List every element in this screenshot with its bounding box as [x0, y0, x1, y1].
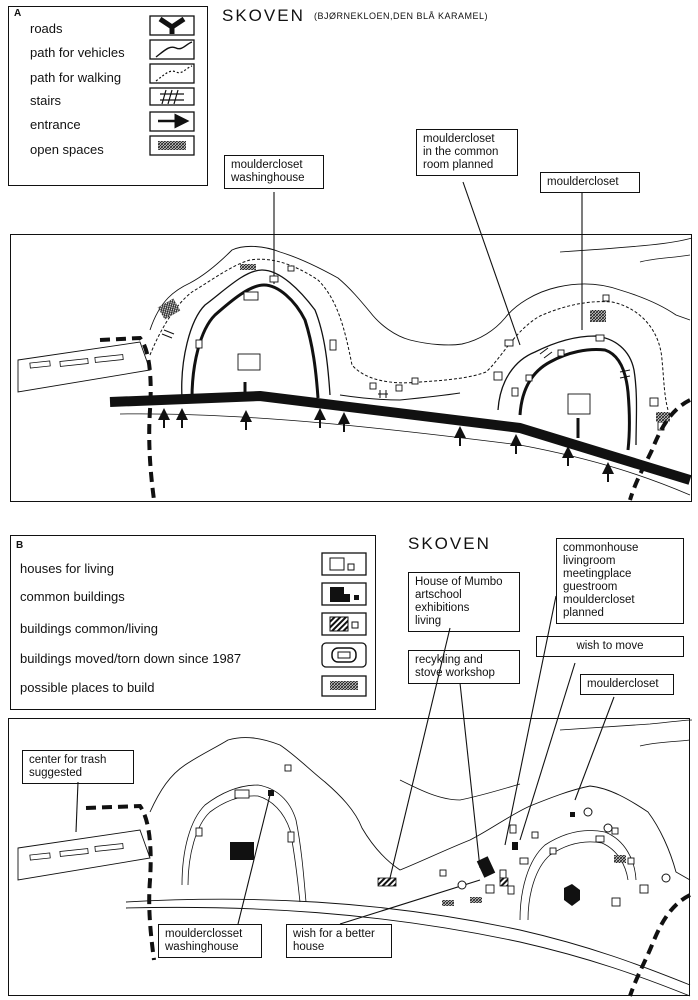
- panel-b-title: SKOVEN: [408, 534, 491, 553]
- legend-label-open-spaces: open spaces: [30, 142, 104, 157]
- callout-b-commonhouse: commonhouse livingroom meetingplace gues…: [556, 538, 684, 624]
- legend-label-stairs: stairs: [30, 93, 62, 108]
- panel-a-title: SKOVEN: [222, 6, 305, 25]
- road-junction-icon: [149, 15, 195, 36]
- leader-lines-a: [273, 181, 583, 346]
- moved-building-icon: [321, 642, 367, 668]
- panel-a-subtitle: (BJØRNEKLOEN,DEN BLÅ KARAMEL): [314, 11, 489, 21]
- map-b: [17, 719, 693, 997]
- vehicle-path-icon: [149, 39, 195, 60]
- panel-letter-b: B: [16, 540, 24, 551]
- legend-label-roads: roads: [30, 21, 63, 36]
- callout-a-washinghouse: mouldercloset washinghouse: [224, 155, 324, 189]
- callout-b-trash: center for trash suggested: [22, 750, 134, 784]
- legend-label-moved-buildings: buildings moved/torn down since 1987: [20, 651, 242, 666]
- map-a: [17, 237, 693, 501]
- legend-label-common-buildings: common buildings: [20, 589, 125, 604]
- entrance-arrow-icon: [149, 111, 195, 132]
- walking-path-icon: [149, 63, 195, 84]
- common-building-icon: [321, 582, 367, 606]
- stairs-icon: [149, 87, 195, 106]
- callout-b-recykling: recykling and stove workshop: [408, 650, 520, 684]
- build-site-hatch-icon: [321, 675, 367, 697]
- legend-label-entrance: entrance: [30, 117, 81, 132]
- callout-b-mouldercloset: mouldercloset: [580, 674, 674, 695]
- callout-b-mumbo: House of Mumbo artschool exhibitions liv…: [408, 572, 520, 632]
- house-outline-icon: [321, 552, 367, 576]
- callout-b-wish-move: wish to move: [536, 636, 684, 657]
- legend-label-mixed-buildings: buildings common/living: [20, 621, 159, 636]
- callout-b-better-house: wish for a better house: [286, 924, 392, 958]
- callout-a-mouldercloset: mouldercloset: [540, 172, 640, 193]
- callout-b-washinghouse: moulderclosset washinghouse: [158, 924, 262, 958]
- legend-label-vehicle-path: path for vehicles: [30, 45, 125, 60]
- legend-label-walking-path: path for walking: [30, 70, 122, 85]
- legend-label-houses: houses for living: [20, 561, 114, 576]
- legend-label-build-sites: possible places to build: [20, 680, 155, 695]
- open-space-hatch-icon: [149, 135, 195, 156]
- mixed-building-b: [377, 877, 397, 887]
- mixed-building-icon: [321, 612, 367, 636]
- callout-a-common-room: mouldercloset in the common room planned: [416, 129, 518, 176]
- legend-box-b: [10, 535, 376, 710]
- leader-lines-b: [75, 595, 615, 925]
- panel-letter-a: A: [14, 8, 22, 19]
